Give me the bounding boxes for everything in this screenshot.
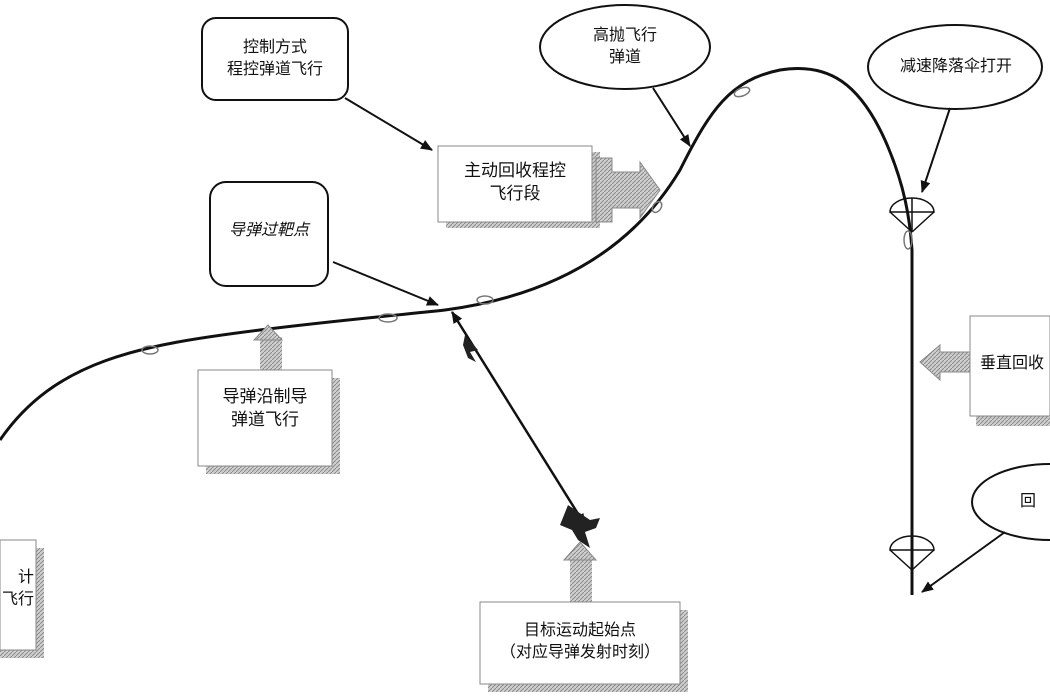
target-start-line2: （对应导弹发射时刻） — [499, 641, 660, 661]
trajectory-markers — [141, 86, 913, 355]
active-recovery-callout — [437, 145, 661, 228]
target-pass-box — [209, 181, 329, 287]
target-start-callout — [479, 541, 688, 692]
vertical-recovery-label: 垂直回收 — [980, 352, 1050, 374]
target-pass-label: 导弹过靶点 — [210, 219, 328, 241]
vertical-recovery-callout — [919, 315, 1050, 426]
high-throw-line1: 高抛飞行 — [592, 25, 657, 44]
left-partial-callout — [0, 539, 44, 658]
recovery-ellipse — [971, 463, 1050, 541]
parachute-icon-lower — [889, 535, 935, 571]
target-start-line1: 目标运动起始点 — [523, 620, 636, 639]
guided-flight-label: 导弹沿制导 弹道飞行 — [198, 386, 332, 432]
guided-flight-line2: 弹道飞行 — [231, 409, 299, 430]
left-partial-label: 计 飞行 — [0, 566, 34, 609]
aircraft-icon — [463, 335, 600, 548]
left-partial-line1: 计 — [17, 567, 34, 586]
target-start-label: 目标运动起始点 （对应导弹发射时刻） — [480, 619, 680, 662]
control-mode-box — [201, 17, 349, 101]
recovery-line1: 回 — [1020, 491, 1037, 510]
active-recovery-line2: 飞行段 — [489, 183, 541, 204]
high-throw-label: 高抛飞行 弹道 — [545, 24, 705, 67]
high-throw-line2: 弹道 — [608, 46, 641, 66]
target-pass-line1: 导弹过靶点 — [228, 220, 309, 239]
parachute-label: 减速降落伞打开 — [870, 55, 1042, 77]
parachute-line1: 减速降落伞打开 — [899, 56, 1012, 75]
guided-flight-line1: 导弹沿制导 — [222, 387, 308, 407]
missile-trajectory — [0, 67, 914, 595]
parachute-icon — [889, 197, 935, 233]
guided-flight-callout — [197, 324, 340, 474]
active-recovery-line1: 主动回收程控 — [464, 161, 566, 181]
parachute-ellipse — [867, 24, 1043, 110]
control-mode-line2: 程控弹道飞行 — [226, 58, 323, 78]
control-mode-label: 控制方式 程控弹道飞行 — [202, 36, 348, 79]
left-partial-line2: 飞行 — [1, 588, 34, 608]
recovery-label: 回 — [1020, 490, 1050, 512]
control-mode-line1: 控制方式 — [242, 37, 307, 56]
high-throw-ellipse — [539, 4, 711, 90]
vertical-recovery-line1: 垂直回收 — [980, 353, 1045, 372]
active-recovery-label: 主动回收程控 飞行段 — [438, 160, 592, 206]
